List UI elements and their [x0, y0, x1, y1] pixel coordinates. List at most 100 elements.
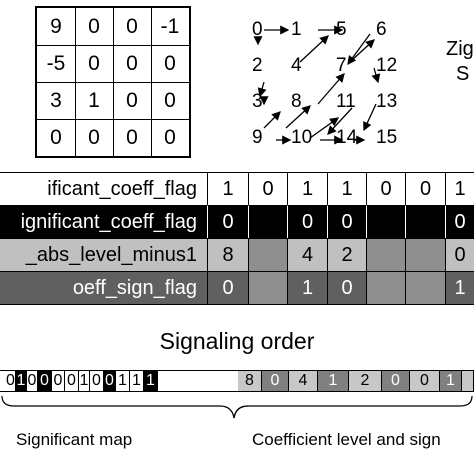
bitstream-bit: 0: [90, 371, 104, 391]
table-cell: 4: [287, 238, 327, 271]
bitstream-bit: 1: [79, 371, 90, 391]
scan-arrow: [371, 67, 381, 84]
table-cell: 0: [327, 205, 366, 238]
matrix-cell: 0: [164, 125, 176, 149]
bitstream-bit: 8: [238, 371, 262, 391]
scan-index: 2: [252, 55, 263, 76]
significant-map-brace: [1, 395, 249, 419]
scan-index: 6: [376, 19, 387, 40]
bitstream-bit: 1: [116, 371, 130, 391]
matrix-cell: 0: [126, 14, 138, 38]
matrix-cell: 0: [126, 125, 138, 149]
scan-arrow: [299, 35, 329, 63]
matrix-cell: 0: [126, 51, 138, 75]
table-row-label-text: oeff_sign_flag: [72, 277, 197, 299]
scan-arrow: [317, 73, 345, 105]
bitstream-bit: 0: [38, 371, 52, 391]
matrix-cell: 3: [50, 88, 62, 112]
scan-index: 9: [252, 127, 263, 148]
scan-arrow: [263, 111, 281, 129]
table-row-label: _abs_level_minus1: [0, 238, 207, 272]
table-cell: 0: [366, 172, 405, 205]
scan-arrow: [327, 107, 353, 135]
matrix-gridline: [37, 82, 189, 83]
scan-index: 8: [291, 91, 302, 112]
scan-arrow: [309, 117, 340, 139]
table-cell: 1: [207, 172, 248, 205]
scan-arrow: [257, 81, 267, 98]
table-cell: 0: [445, 238, 474, 271]
matrix-cell: -1: [160, 14, 180, 38]
table-cell: [248, 238, 287, 271]
bitstream-bit: 0: [262, 371, 289, 391]
zigzag-title-line1: Zig: [446, 38, 474, 60]
scan-index: 7: [336, 55, 347, 76]
table-cell: 1: [287, 172, 327, 205]
table-cell: 8: [207, 238, 248, 271]
table-cell: [366, 238, 405, 271]
scan-index: 4: [291, 55, 302, 76]
matrix-cell: 1: [88, 88, 100, 112]
table-cell: 0: [248, 172, 287, 205]
table-cell: 0: [287, 205, 327, 238]
table-row-label-text: ignificant_coeff_flag: [20, 211, 197, 233]
matrix-cell: 0: [164, 51, 176, 75]
matrix-cell: 0: [88, 51, 100, 75]
matrix-cell: 9: [50, 14, 62, 38]
table-cell: 0: [207, 205, 248, 238]
matrix-gridline: [37, 119, 189, 120]
scan-index: 0: [252, 19, 263, 40]
bitstream-bit: 0: [410, 371, 440, 391]
table-cell: [405, 205, 445, 238]
table-bottom-border: [0, 304, 474, 305]
table-cell: 1: [287, 271, 327, 304]
bitstream-bit: 1: [318, 371, 349, 391]
table-cell: [405, 238, 445, 271]
scan-arrow: [351, 39, 375, 61]
scan-arrow: [347, 33, 371, 66]
signaling-order-title: Signaling order: [159, 328, 315, 354]
bitstream-bit: 1: [440, 371, 462, 391]
table-cell: 0: [327, 271, 366, 304]
bitstream-bit: 0: [6, 371, 16, 391]
scan-index: 13: [376, 91, 398, 112]
table-row-label: oeff_sign_flag: [0, 271, 207, 305]
scan-index: 14: [336, 127, 358, 148]
bitstream-gap: [158, 371, 238, 391]
bitstream-bit: [462, 371, 474, 391]
table-row-label-text: _abs_level_minus1: [25, 244, 197, 266]
table-row-label-text: ificant_coeff_flag: [47, 178, 197, 200]
table-cell: [248, 205, 287, 238]
matrix-cell: 0: [164, 88, 176, 112]
table-cell: [405, 271, 445, 304]
bitstream-bit: 0: [65, 371, 79, 391]
table-cell: 0: [445, 205, 474, 238]
coefficient-level-label: Coefficient level and sign: [252, 430, 441, 449]
zigzag-title-line2: S: [456, 63, 470, 85]
table-row-label: ignificant_coeff_flag: [0, 205, 207, 239]
bitstream-bit: 1: [16, 371, 27, 391]
bitstream-bit: 0: [52, 371, 65, 391]
table-cell: 1: [327, 172, 366, 205]
scan-index: 11: [336, 91, 356, 112]
bitstream-bit: 0: [382, 371, 410, 391]
matrix-cell: 0: [88, 14, 100, 38]
matrix-gridline: [151, 8, 152, 156]
bitstream-bit: 2: [349, 371, 382, 391]
table-cell: [366, 271, 405, 304]
scan-index: 3: [252, 91, 263, 112]
matrix-cell: 0: [126, 88, 138, 112]
table-cell: 0: [405, 172, 445, 205]
scan-index: 1: [291, 19, 302, 40]
table-cell: 1: [445, 271, 474, 304]
matrix-cell: 0: [88, 125, 100, 149]
scan-arrow: [363, 103, 377, 132]
table-cell: [366, 205, 405, 238]
significant-map-label: Significant map: [16, 430, 133, 449]
table-cell: 1: [445, 172, 474, 205]
scan-index: 15: [376, 127, 398, 148]
matrix-cell: 0: [50, 125, 62, 149]
scan-index: 10: [291, 127, 313, 148]
